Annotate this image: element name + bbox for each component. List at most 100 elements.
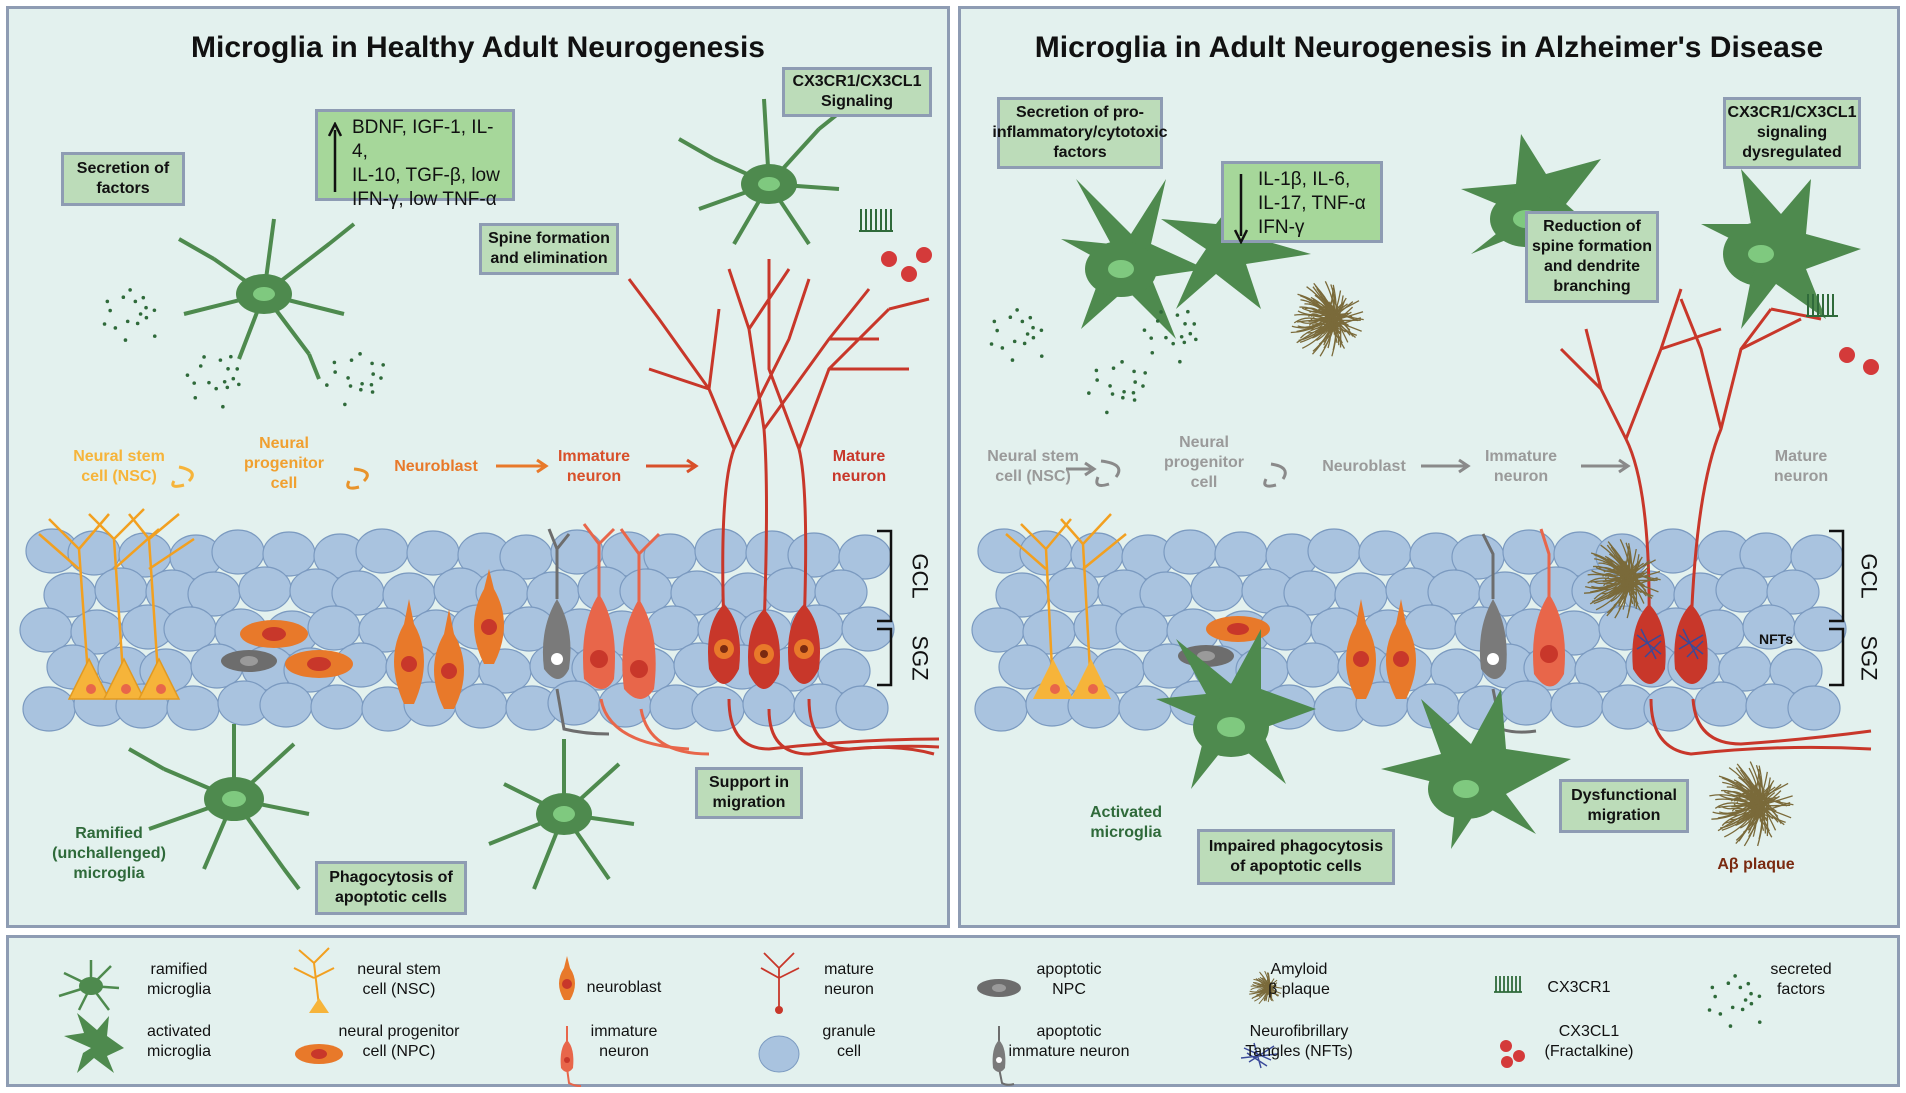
plaque-fiber xyxy=(1593,562,1644,585)
secreted-factor-dot xyxy=(226,367,230,371)
plaque-fiber xyxy=(1263,978,1278,997)
granule-cell xyxy=(1793,606,1847,652)
granule-cell xyxy=(163,606,217,652)
granule-cell xyxy=(211,529,265,575)
plaque-fiber xyxy=(1587,573,1642,586)
secreted-factor-dot xyxy=(1022,341,1027,346)
granule-cell xyxy=(454,683,508,729)
granule-cell xyxy=(1046,567,1100,613)
granule-cell xyxy=(619,568,673,614)
plaque-fiber xyxy=(1727,791,1770,832)
immature-neurons xyxy=(542,523,710,756)
plaque-fiber xyxy=(1299,303,1348,324)
secreted-factor-dot xyxy=(1132,369,1136,374)
secreted-factor-dot xyxy=(379,376,383,380)
secreted-factor-dot xyxy=(1164,335,1168,340)
secreted-factor-dot xyxy=(202,355,206,359)
mature-neuron-icon xyxy=(760,952,800,1014)
secreted-factor-dot xyxy=(1031,335,1036,340)
stage-neuroblast-label: Neuroblast xyxy=(394,458,478,475)
secreted-factor-dot xyxy=(1020,319,1025,324)
support-in-migration-box: Support in migration xyxy=(695,767,803,819)
plaque-fiber xyxy=(1719,794,1777,801)
plaque-fiber xyxy=(1738,786,1755,842)
secreted-factor-dot xyxy=(144,305,148,310)
granule-cell xyxy=(646,605,700,651)
plaque-fiber xyxy=(1330,304,1338,357)
secreted-factor-dot xyxy=(1121,395,1125,400)
secreted-factor-dot xyxy=(989,342,994,346)
granule-cell xyxy=(307,605,361,651)
plaque-fiber xyxy=(1258,978,1268,1002)
plaque-fiber xyxy=(1724,791,1776,824)
differentiation-arrows xyxy=(171,458,699,490)
secreted-factor-dot xyxy=(358,352,362,356)
plaque-fiber xyxy=(1297,302,1344,328)
legend-icons xyxy=(58,947,1762,1087)
secreted-factor-dot xyxy=(133,299,138,304)
secreted-factor-dot xyxy=(152,308,157,313)
secreted-factor-dot xyxy=(1175,313,1180,317)
secreted-factor-dot xyxy=(1025,332,1030,336)
secreted-factor-dot xyxy=(1188,331,1193,336)
plaque-fiber xyxy=(1294,314,1346,326)
gcl-label: GCL xyxy=(1856,553,1882,599)
mature-neurons xyxy=(1559,288,1872,756)
neuroblasts xyxy=(1346,599,1416,699)
neuroblast-icon xyxy=(559,956,575,1000)
plaque-fiber xyxy=(1593,553,1638,590)
neural-progenitor-cells xyxy=(221,620,353,678)
plaque-fiber xyxy=(1309,302,1351,336)
secreted-factor-dot xyxy=(1178,359,1182,364)
secreted-factor-dot xyxy=(123,338,128,342)
granule-cell xyxy=(814,569,868,615)
granule-cell xyxy=(841,606,895,652)
secreted-factor-dot xyxy=(1149,336,1154,340)
alzheimers-neurogenesis-panel: Microglia in Adult Neurogenesis in Alzhe… xyxy=(958,6,1900,928)
secreted-factor-dot xyxy=(185,373,190,377)
secreted-factors xyxy=(989,308,1198,415)
plaque-fiber xyxy=(1718,785,1771,814)
apoptotic-npc-icon xyxy=(977,979,1021,997)
granule-cell xyxy=(974,686,1028,732)
plaque-fiber xyxy=(1609,577,1658,595)
secreted-factor-dot xyxy=(207,380,211,385)
granule-cell xyxy=(763,567,817,613)
plaque-fiber xyxy=(1314,317,1362,334)
right-panel-title: Microglia in Adult Neurogenesis in Alzhe… xyxy=(1034,31,1824,64)
plaque-fiber xyxy=(1304,307,1343,344)
granule-cell xyxy=(22,686,76,732)
secreted-factor-dot xyxy=(128,288,132,292)
cx3cl1-ligand xyxy=(881,247,932,282)
secreted-factor-dot xyxy=(1111,366,1116,370)
plaque-fiber xyxy=(1591,569,1645,576)
ramified-microglia-cells xyxy=(128,98,846,891)
secreted-factors xyxy=(102,288,385,409)
plaque-fiber xyxy=(1591,561,1640,589)
secreted-factor-dot xyxy=(1087,391,1091,395)
secreted-factor-dot xyxy=(1039,354,1044,358)
secreted-factor-dot xyxy=(1726,981,1731,986)
secreted-factors-icon xyxy=(1707,974,1762,1028)
plaque-fiber xyxy=(1310,300,1360,322)
secreted-factor-dot xyxy=(1108,384,1112,388)
granule-cell xyxy=(1358,530,1412,576)
secreted-factor-dot xyxy=(214,386,218,391)
granule-cell xyxy=(1118,685,1172,731)
granule-cell xyxy=(1499,680,1553,726)
secreted-factor-dot xyxy=(1171,341,1175,346)
secreted-factor-dot xyxy=(370,361,374,366)
secreted-factor-dot xyxy=(152,334,157,338)
neural-progenitor-cell-icon xyxy=(295,1044,343,1064)
differentiation-arrows xyxy=(1066,458,1631,488)
secreted-factor-dot xyxy=(193,395,198,400)
secreted-factor-dot xyxy=(125,319,130,324)
